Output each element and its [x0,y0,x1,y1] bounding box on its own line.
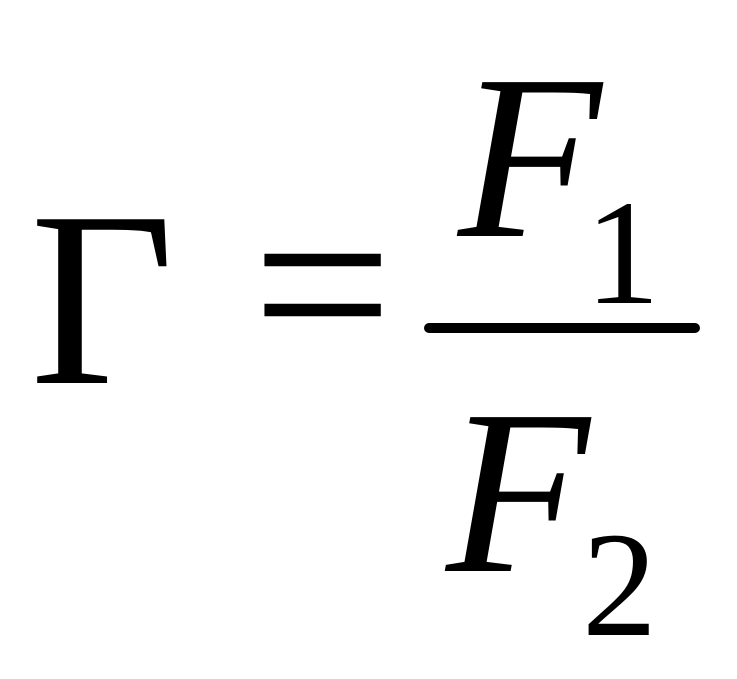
denominator-variable: F [446,362,590,622]
denominator-subscript: 2 [582,502,657,668]
equals-sign: = [252,146,393,423]
numerator-variable: F [458,27,602,287]
numerator-subscript: 1 [585,170,660,336]
fraction-bar [424,323,700,333]
formula-lhs-gamma: Γ [30,161,175,438]
